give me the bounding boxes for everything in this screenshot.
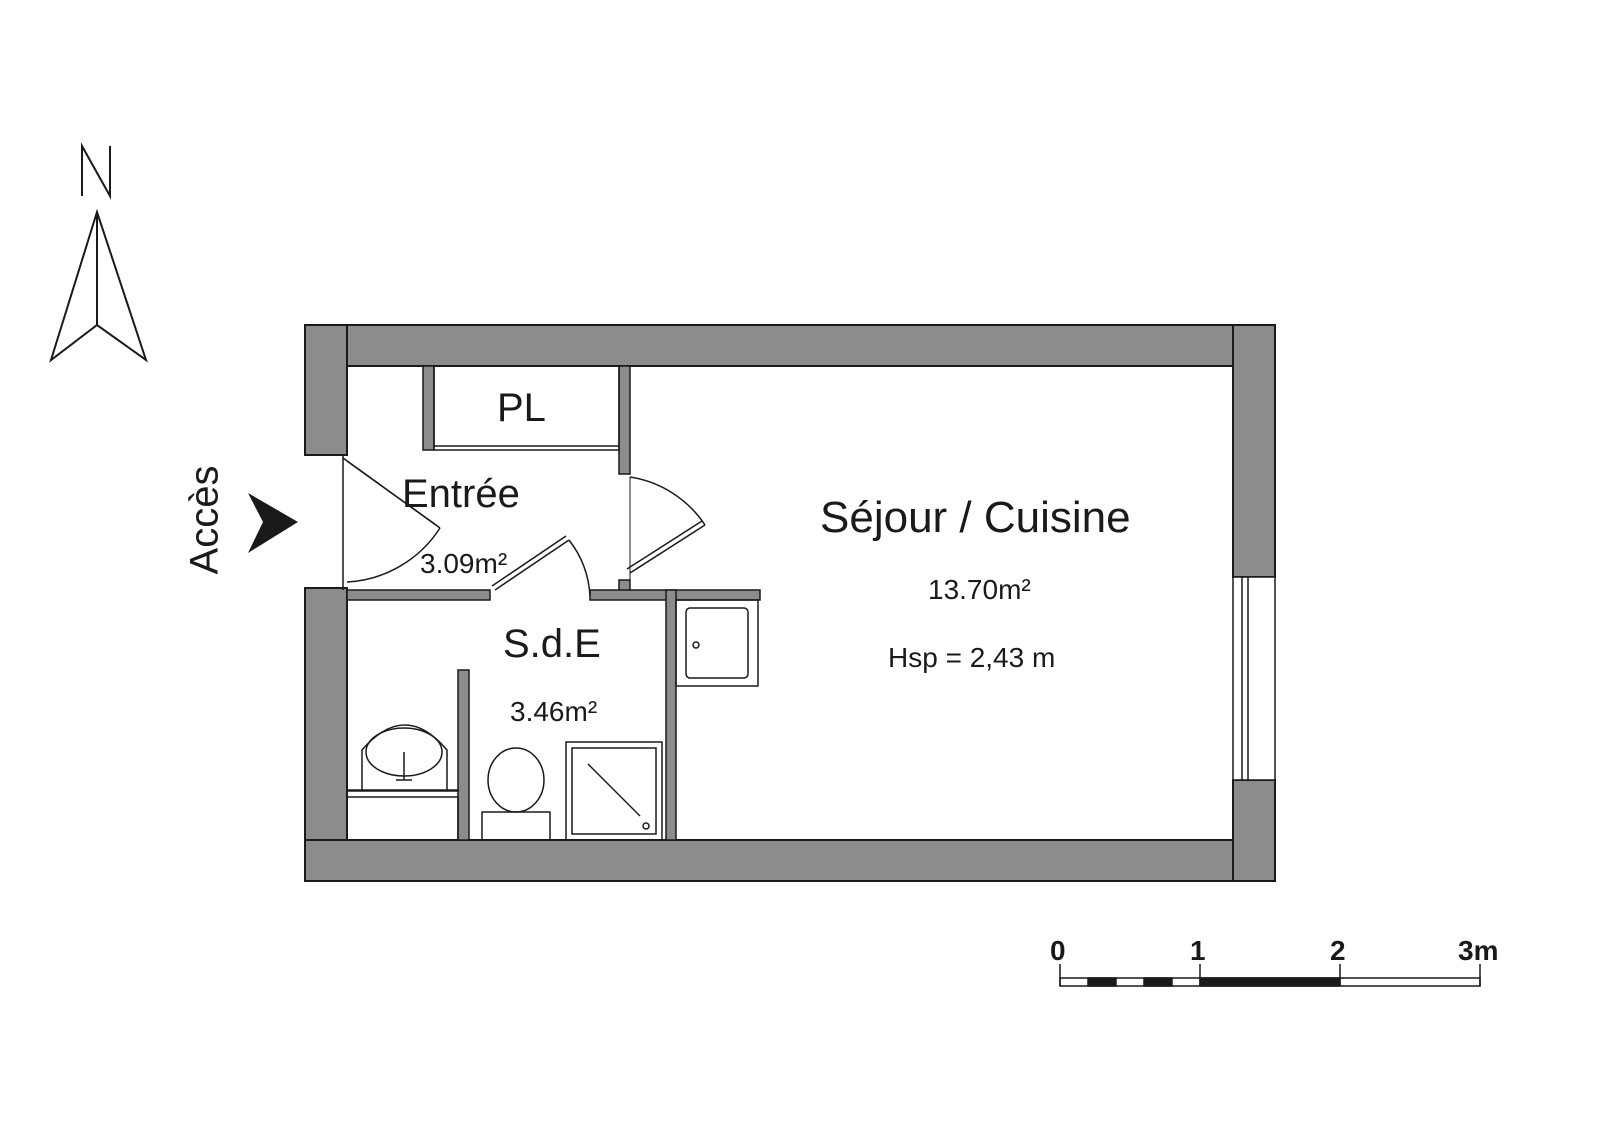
room-name-placard: PL	[497, 386, 546, 430]
window	[1232, 576, 1276, 781]
scale-tick-3m: 3m	[1458, 935, 1499, 966]
scale-tick-1: 1	[1190, 935, 1206, 966]
inner-outline	[346, 365, 1234, 841]
doors	[342, 455, 706, 597]
scale-tick-2: 2	[1330, 935, 1346, 966]
room-area-entree: 3.09m²	[420, 548, 508, 579]
north-arrow-icon	[49, 142, 148, 363]
scale-bar	[1059, 964, 1481, 987]
access-label: Accès	[182, 465, 227, 575]
placard-outline	[433, 365, 620, 451]
room-area-sde: 3.46m²	[510, 696, 598, 727]
cabinet	[346, 796, 459, 841]
room-ceiling-height: Hsp = 2,43 m	[888, 642, 1056, 673]
washbasin-icon	[346, 724, 459, 792]
partitions	[346, 365, 761, 841]
access-arrow-icon	[248, 493, 298, 553]
room-name-entree: Entrée	[402, 472, 520, 516]
room-name-sde: S.d.E	[503, 622, 601, 666]
scale-tick-0: 0	[1050, 935, 1066, 966]
shower-icon	[565, 741, 663, 841]
room-area-sejour: 13.70m²	[928, 574, 1031, 605]
toilet-icon	[481, 747, 551, 841]
kitchen-sink-icon	[675, 599, 759, 687]
room-name-sejour: Séjour / Cuisine	[820, 493, 1131, 542]
